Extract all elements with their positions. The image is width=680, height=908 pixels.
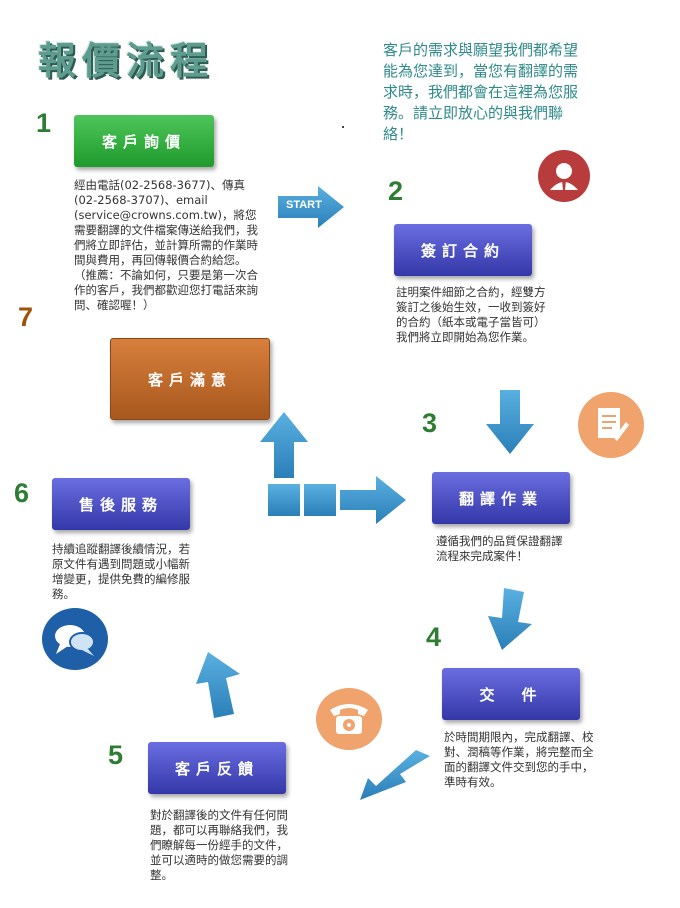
step-4-button[interactable]: 交 件	[442, 668, 580, 720]
step-3-button[interactable]: 翻譯作業	[432, 472, 570, 524]
step-4-description: 於時間期限內，完成翻譯、校對、潤稿等作業，將完整而全面的翻譯文件交到您的手中，準…	[444, 730, 594, 789]
step-7-button[interactable]: 客戶滿意	[110, 338, 270, 420]
intro-text: 客戶的需求與願望我們都希望能為您達到，當您有翻譯的需求時，我們都會在這裡為您服務…	[383, 41, 579, 143]
dot-decoration	[342, 126, 344, 128]
step-5-number: 5	[108, 740, 124, 770]
start-label: START	[286, 199, 322, 211]
step-5-description: 對於翻譯後的文件有任何問題，都可以再聯絡我們，我們瞭解每一份經手的文件，並可以適…	[150, 808, 288, 882]
arrow-up-icon	[260, 412, 308, 478]
square-block	[268, 484, 300, 516]
arrow-down-icon	[484, 588, 534, 650]
arrow-right-icon	[340, 476, 406, 524]
step-2-button[interactable]: 簽訂合約	[394, 224, 532, 276]
step-3-number: 3	[422, 408, 438, 438]
step-4-number: 4	[426, 622, 442, 652]
document-icon	[578, 392, 644, 458]
step-2-description: 註明案件細節之合約，經雙方簽訂之後始生效，一收到簽好的合約（紙本或電子當皆可）我…	[396, 285, 546, 344]
arrow-down-icon	[486, 390, 534, 454]
telephone-icon	[316, 688, 382, 750]
person-icon	[538, 150, 590, 202]
step-6-number: 6	[14, 478, 30, 508]
step-6-description: 持續追蹤翻譯後續情況，若原文件有遇到問題或小幅新增變更，提供免費的編修服務。	[52, 542, 190, 601]
step-6-button[interactable]: 售後服務	[52, 478, 190, 530]
square-block	[304, 484, 336, 516]
step-5-button[interactable]: 客戶反饋	[148, 742, 286, 794]
step-1-description: 經由電話(02-2568-3677)、傳真(02-2568-3707)、emai…	[74, 178, 258, 312]
step-3-description: 遵循我們的品質保證翻譯流程來完成案件！	[436, 534, 563, 563]
step-7-number: 7	[18, 302, 34, 332]
step-2-number: 2	[388, 176, 404, 206]
step-1-number: 1	[36, 108, 52, 138]
arrow-up-icon	[196, 652, 246, 718]
arrow-left-icon	[360, 748, 430, 800]
step-1-button[interactable]: 客戶詢價	[74, 115, 214, 167]
speech-bubble-icon	[42, 608, 108, 670]
page-title: 報價流程	[38, 38, 215, 83]
start-arrow	[278, 186, 344, 228]
